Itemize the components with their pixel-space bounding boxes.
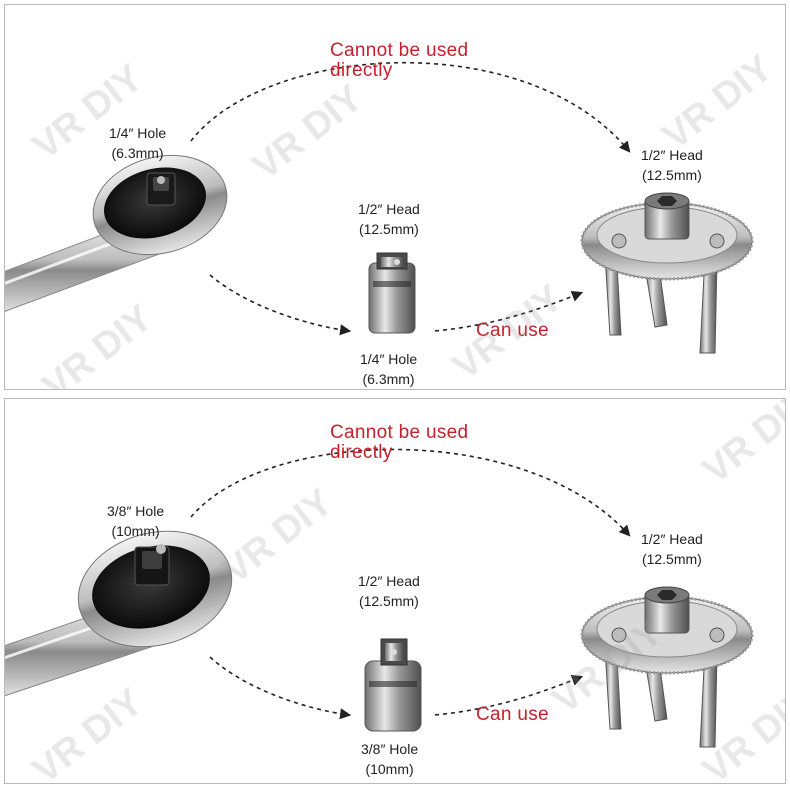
oil-filter-wrench bbox=[580, 586, 754, 748]
panel-three-eighths-inch: Cannot be used directly 3/8″ Hole (10mm)… bbox=[4, 398, 786, 784]
adapter-head-label: 1/2″ Head (12.5mm) bbox=[358, 573, 420, 609]
driver-size-label: 3/8″ Hole (10mm) bbox=[107, 503, 165, 539]
ratchet-handle bbox=[5, 530, 233, 697]
arrow-to-adapter bbox=[209, 274, 352, 336]
panel-artwork bbox=[5, 448, 754, 748]
adapter-hole-label: 3/8″ Hole (10mm) bbox=[361, 741, 419, 777]
oil-filter-wrench bbox=[580, 192, 754, 354]
can-use-label: Can use bbox=[476, 320, 549, 341]
panel-artwork bbox=[5, 61, 754, 354]
panel-quarter-inch: Cannot be used directly 1/4″ Hole (6.3mm… bbox=[4, 4, 786, 390]
wrench-head-label: 1/2″ Head (12.5mm) bbox=[641, 147, 703, 183]
ratchet-handle bbox=[5, 154, 228, 312]
cannot-use-label: Cannot be used directly bbox=[330, 40, 469, 81]
cannot-use-label: Cannot be used directly bbox=[330, 422, 469, 463]
arrow-cannot-use bbox=[190, 448, 631, 537]
adapter-socket bbox=[364, 638, 422, 732]
adapter-socket bbox=[368, 252, 416, 334]
arrow-to-adapter bbox=[209, 656, 352, 720]
wrench-head-label: 1/2″ Head (12.5mm) bbox=[641, 531, 703, 567]
adapter-head-label: 1/2″ Head (12.5mm) bbox=[358, 201, 420, 237]
driver-size-label: 1/4″ Hole (6.3mm) bbox=[109, 125, 167, 161]
adapter-hole-label: 1/4″ Hole (6.3mm) bbox=[360, 351, 418, 387]
can-use-label: Can use bbox=[476, 704, 549, 725]
